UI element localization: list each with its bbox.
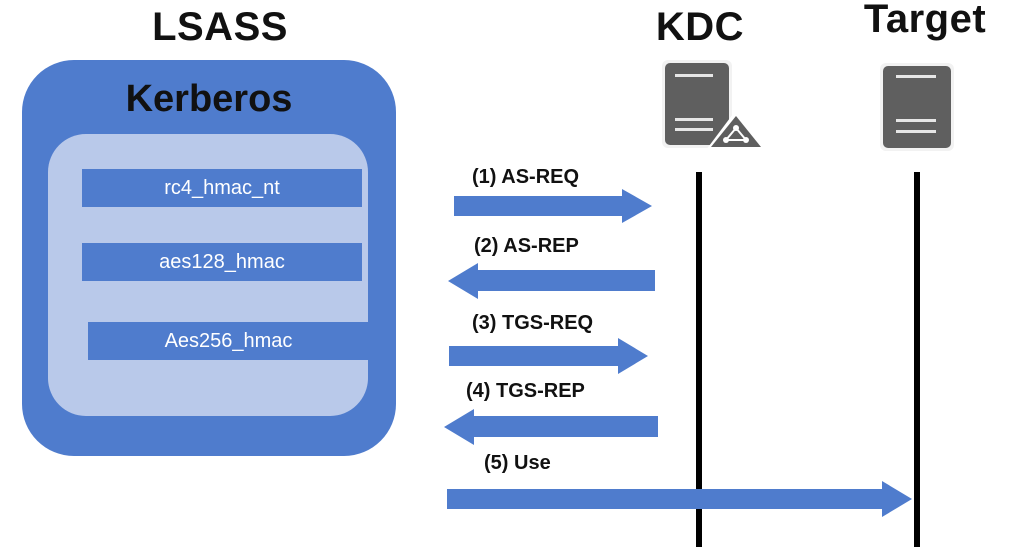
arrow-tgs-req <box>449 338 648 374</box>
target-server-icon <box>880 63 954 151</box>
arrow-use <box>447 481 912 517</box>
message-label-tgs-rep: (4) TGS-REP <box>466 380 585 402</box>
key-rc4-hmac-nt: rc4_hmac_nt <box>82 169 362 207</box>
arrow-tgs-rep <box>444 409 658 445</box>
message-label-tgs-req: (3) TGS-REQ <box>472 312 594 334</box>
message-label-use: (5) Use <box>484 452 551 474</box>
target-lifeline <box>914 172 920 547</box>
key-aes256-hmac: Aes256_hmac <box>88 322 369 360</box>
arrow-as-req <box>454 189 652 223</box>
message-label-as-req: (1) AS-REQ <box>472 166 580 188</box>
kdc-title: KDC <box>655 5 745 49</box>
key-aes128-hmac: aes128_hmac <box>82 243 362 281</box>
kdc-lifeline <box>696 172 702 547</box>
lsass-title: LSASS <box>152 5 288 49</box>
target-title: Target <box>863 0 987 41</box>
arrow-as-rep <box>448 263 655 299</box>
kerberos-label: Kerberos <box>125 78 293 120</box>
message-label-as-rep: (2) AS-REP <box>474 235 579 257</box>
kdc-server-icon <box>662 60 766 150</box>
